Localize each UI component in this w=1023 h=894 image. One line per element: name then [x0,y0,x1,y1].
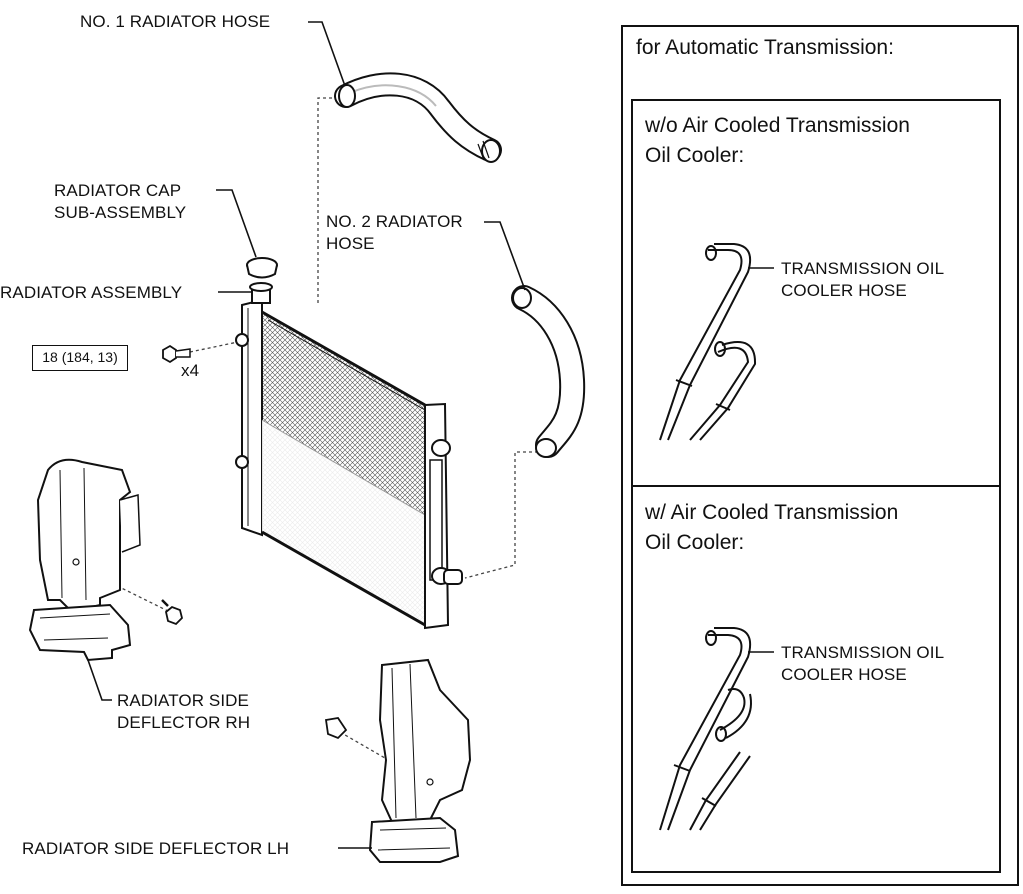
inset-with-title-line1: w/ Air Cooled Transmission [645,501,899,524]
no1-radiator-hose [334,72,502,163]
radiator-cap [246,257,278,279]
inset-with-hose-line2: COOLER HOSE [781,665,907,684]
assembly-guide-lines [84,97,538,759]
leader-no1-hose [308,21,346,87]
label-no1-radiator-hose: NO. 1 RADIATOR HOSE [80,12,271,31]
radiator-assembly [235,282,463,630]
label-deflector-rh-line2: DEFLECTOR RH [117,713,251,732]
no2-radiator-hose [511,285,586,458]
deflector-rh-bolt [161,599,183,626]
inset-without-title-line1: w/o Air Cooled Transmission [645,114,910,137]
leader-deflector-rh [87,659,112,701]
inset-with-hose-line1: TRANSMISSION OIL [781,643,945,662]
label-no2-hose-line1: NO. 2 RADIATOR [326,212,463,231]
oil-cooler-hose-with [659,627,752,831]
label-deflector-rh-line1: RADIATOR SIDE [117,691,249,710]
label-no2-radiator-hose: NO. 2 RADIATOR HOSE [326,211,463,255]
inset-without-hose-line1: TRANSMISSION OIL [781,259,945,278]
inset-outer-frame [621,25,1019,886]
radiator-side-deflector-lh [368,658,472,863]
label-no2-hose-line2: HOSE [326,234,375,253]
inset-with-title: w/ Air Cooled Transmission Oil Cooler: [645,498,898,558]
inset-title: for Automatic Transmission: [636,36,894,59]
leader-no2-hose [484,221,526,291]
inset-without-hose-line2: COOLER HOSE [781,281,907,300]
inset-without-hose-label: TRANSMISSION OIL COOLER HOSE [781,258,944,302]
leader-cap [216,189,257,258]
label-radiator-cap-line1: RADIATOR CAP [54,181,182,200]
label-radiator-assembly: RADIATOR ASSEMBLY [0,283,183,302]
mounting-bolt [162,344,191,364]
label-radiator-cap: RADIATOR CAP SUB-ASSEMBLY [54,180,186,224]
inset-lower-box [631,485,1001,873]
radiator-side-deflector-rh [28,458,141,662]
inset-with-title-line2: Oil Cooler: [645,531,745,554]
label-deflector-rh: RADIATOR SIDE DEFLECTOR RH [117,690,250,734]
inset-with-hose-label: TRANSMISSION OIL COOLER HOSE [781,642,944,686]
inset-without-title: w/o Air Cooled Transmission Oil Cooler: [645,111,910,171]
inset-without-title-line2: Oil Cooler: [645,144,745,167]
deflector-lh-clip [324,717,348,740]
label-bolt-quantity: x4 [181,361,200,380]
label-radiator-cap-line2: SUB-ASSEMBLY [54,203,187,222]
torque-spec-box: 18 (184, 13) [32,345,128,371]
oil-cooler-hose-without [659,243,757,441]
label-deflector-lh: RADIATOR SIDE DEFLECTOR LH [22,839,290,858]
